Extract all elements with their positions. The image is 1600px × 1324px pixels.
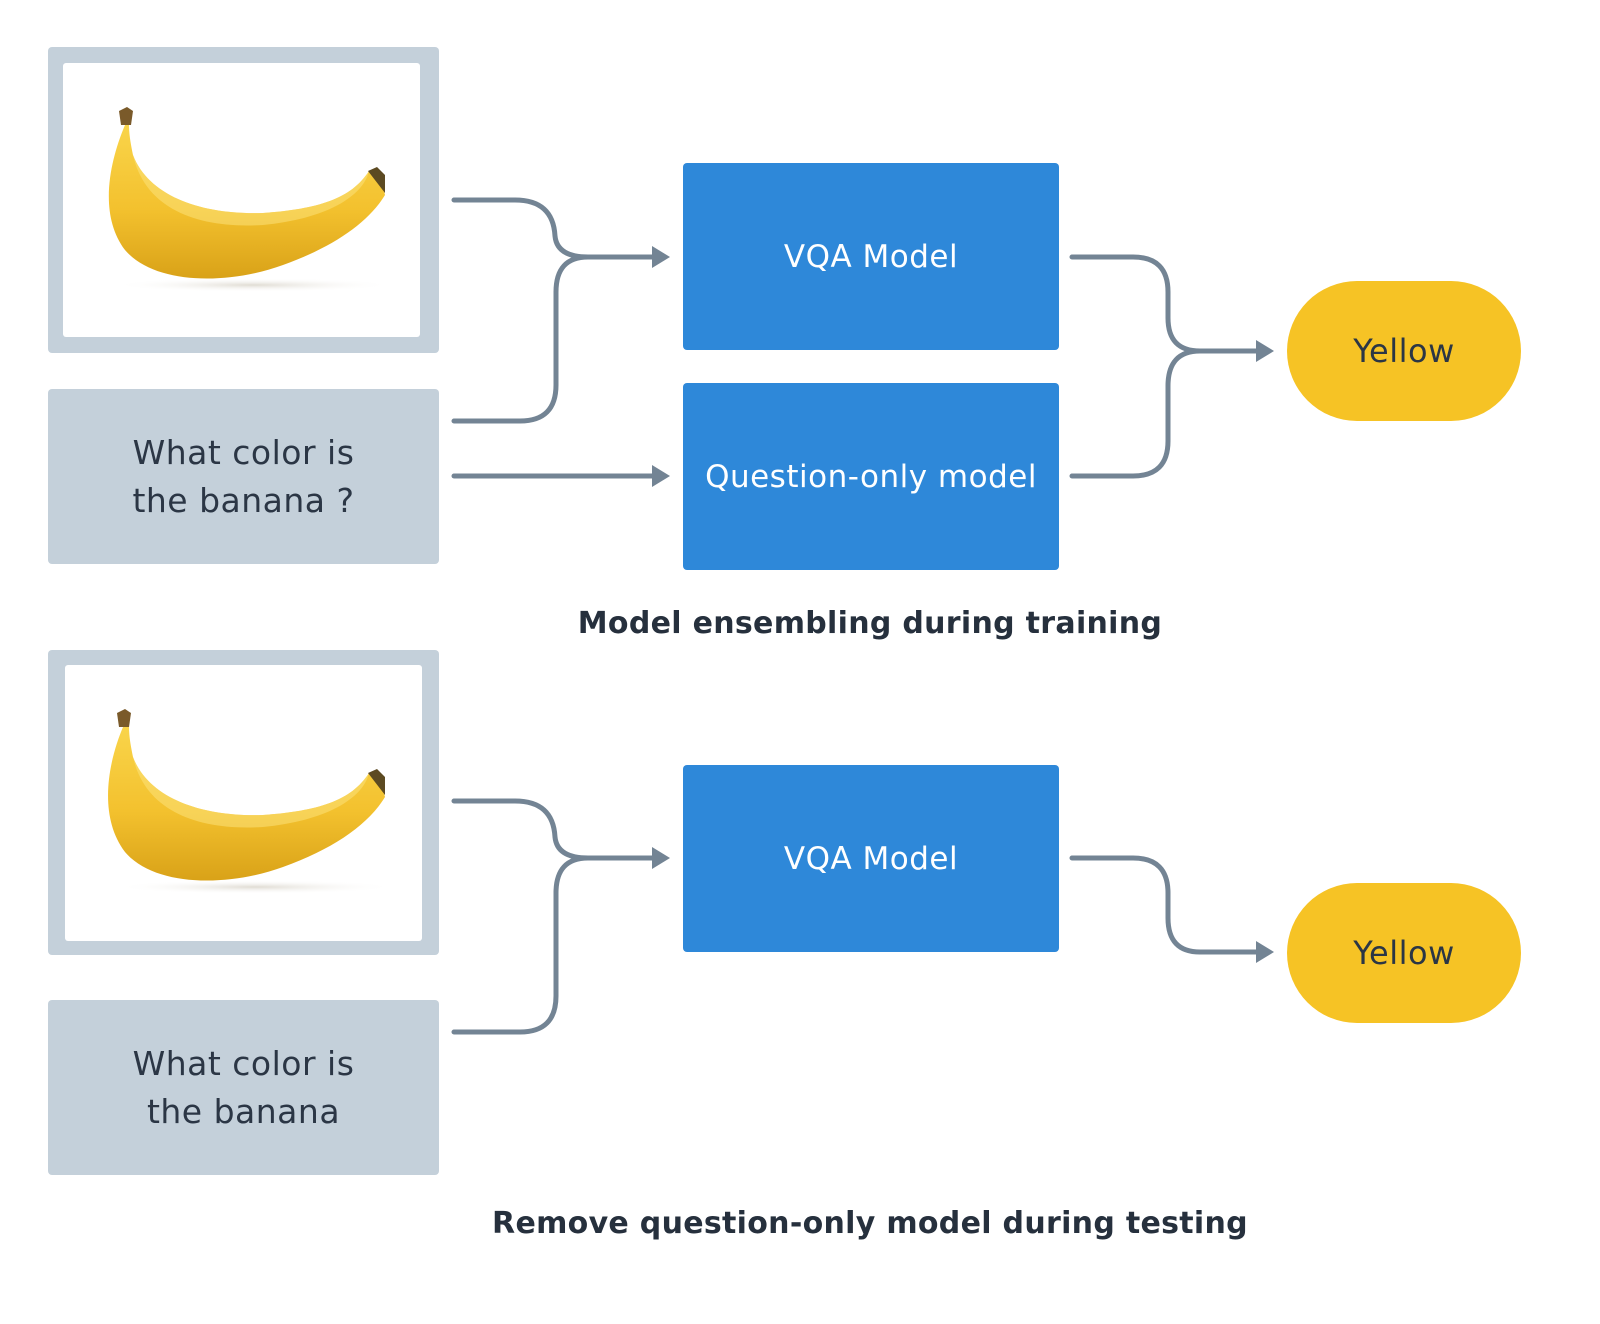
training-question-box: What color is the banana ? xyxy=(48,389,439,564)
training-answer-pill: Yellow xyxy=(1287,281,1521,421)
connector-question-to-vqa xyxy=(451,254,591,424)
banana-image xyxy=(108,107,393,292)
arrowhead-icon xyxy=(652,246,670,268)
question-only-model-box: Question-only model xyxy=(683,383,1059,570)
connector-vqa-to-answer xyxy=(1069,254,1265,354)
connector-test-image-to-vqa xyxy=(451,798,660,861)
testing-question-text: What color is the banana xyxy=(132,1043,355,1131)
testing-vqa-model-label: VQA Model xyxy=(783,840,959,877)
banana-image xyxy=(108,709,395,894)
training-question-text: What color is the banana ? xyxy=(132,432,355,520)
connector-image-to-vqa xyxy=(451,197,660,260)
testing-answer-label: Yellow xyxy=(1353,934,1455,972)
arrowhead-icon xyxy=(652,847,670,869)
testing-image-frame xyxy=(65,665,422,941)
training-caption: Model ensembling during training xyxy=(577,606,1163,641)
training-vqa-model-box: VQA Model xyxy=(683,163,1059,350)
training-answer-label: Yellow xyxy=(1353,332,1455,370)
testing-caption: Remove question-only model during testin… xyxy=(492,1206,1248,1241)
training-vqa-model-label: VQA Model xyxy=(783,238,959,275)
connector-test-question-to-vqa xyxy=(451,855,591,1035)
testing-image-panel xyxy=(48,650,439,955)
arrowhead-icon xyxy=(1256,941,1274,963)
training-image-panel xyxy=(48,47,439,353)
testing-question-box: What color is the banana xyxy=(48,1000,439,1175)
testing-answer-pill: Yellow xyxy=(1287,883,1521,1023)
connector-question-only-to-answer xyxy=(1069,348,1203,479)
connector-test-vqa-to-answer xyxy=(1069,855,1265,955)
arrowhead-icon xyxy=(1256,340,1274,362)
arrowhead-icon xyxy=(652,465,670,487)
testing-vqa-model-box: VQA Model xyxy=(683,765,1059,952)
training-image-frame xyxy=(63,63,420,337)
question-only-model-label: Question-only model xyxy=(705,458,1037,495)
